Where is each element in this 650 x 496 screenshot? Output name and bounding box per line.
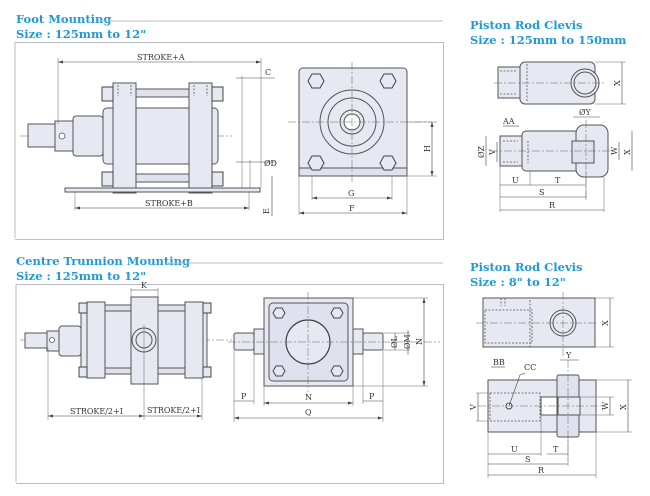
- rod: [27, 123, 56, 148]
- label-v-large: V: [469, 404, 478, 411]
- label-q: Q: [305, 408, 312, 417]
- label-y-small: ØY: [579, 108, 592, 117]
- front-flange: [112, 82, 137, 194]
- foot-side-view: [20, 58, 275, 216]
- label-u-small: U: [512, 176, 519, 185]
- label-z: ØZ: [477, 145, 486, 158]
- label-k: K: [141, 281, 148, 290]
- foot-plate: [64, 187, 261, 193]
- label-c: C: [265, 68, 271, 77]
- rod: [24, 332, 48, 349]
- trunnion-end-view: [228, 292, 440, 422]
- foot-mounting-title: Foot Mounting: [16, 12, 112, 26]
- clevis-small-top-view: [494, 61, 626, 105]
- label-l: ØL: [390, 335, 399, 348]
- label-g: G: [348, 189, 354, 198]
- label-x-large: X: [619, 404, 628, 410]
- clevis-small-title: Piston Rod Clevis: [470, 18, 583, 32]
- label-v-small: V: [488, 149, 497, 156]
- label-w-large: W: [601, 401, 610, 410]
- label-f: F: [349, 204, 355, 213]
- label-stroke-b: STROKE+B: [145, 199, 193, 208]
- rear-flange: [184, 301, 204, 379]
- trunnion-panel: [16, 284, 444, 484]
- clevis-small-size: Size : 125mm to 150mm: [470, 33, 627, 47]
- trunnion-side-view: [20, 288, 232, 420]
- label-m: ØM: [403, 334, 412, 349]
- foot-end-view: [288, 62, 437, 215]
- label-stroke-a: STROKE+A: [137, 53, 185, 62]
- front-flange: [86, 301, 106, 379]
- label-bb: BB: [493, 358, 505, 367]
- label-n-bottom: N: [305, 393, 312, 402]
- label-n-side: N: [415, 338, 424, 345]
- trunnion-size: Size : 125mm to 12": [16, 269, 147, 283]
- clevis-large-title: Piston Rod Clevis: [470, 260, 583, 274]
- label-d: ØD: [264, 159, 277, 168]
- label-p-left: P: [241, 392, 247, 401]
- foot-mounting-size: Size : 125mm to 12": [16, 27, 147, 41]
- label-stroke-half-2: STROKE/2+I: [147, 406, 200, 415]
- trunnion-title: Centre Trunnion Mounting: [16, 254, 190, 268]
- label-e: E: [262, 208, 271, 214]
- clevis-large-top-view: [476, 292, 614, 356]
- label-t-small: T: [555, 176, 561, 185]
- label-s-large: S: [525, 455, 530, 464]
- label-w-small: W: [610, 146, 619, 155]
- label-stroke-half-1: STROKE/2+I: [70, 407, 123, 416]
- label-h: H: [423, 145, 432, 152]
- label-cc: CC: [524, 363, 536, 372]
- label-aa: AA: [502, 117, 515, 126]
- label-x-top-large: X: [601, 320, 610, 326]
- label-r-large: R: [538, 466, 545, 475]
- label-s-small: S: [539, 188, 544, 197]
- label-y-large: Y: [565, 351, 572, 360]
- label-p-right: P: [369, 392, 375, 401]
- clevis-large-size: Size : 8" to 12": [470, 275, 566, 289]
- foot-mounting-panel: [15, 42, 444, 240]
- label-u-large: U: [511, 445, 518, 454]
- rear-flange: [188, 82, 213, 194]
- label-x-small: X: [623, 149, 632, 155]
- label-r-small: R: [549, 201, 556, 210]
- clevis-small-side-view: [485, 116, 633, 212]
- label-x-top-small: X: [613, 80, 622, 86]
- clevis-large-side-view: [476, 359, 632, 478]
- label-t-large: T: [553, 445, 559, 454]
